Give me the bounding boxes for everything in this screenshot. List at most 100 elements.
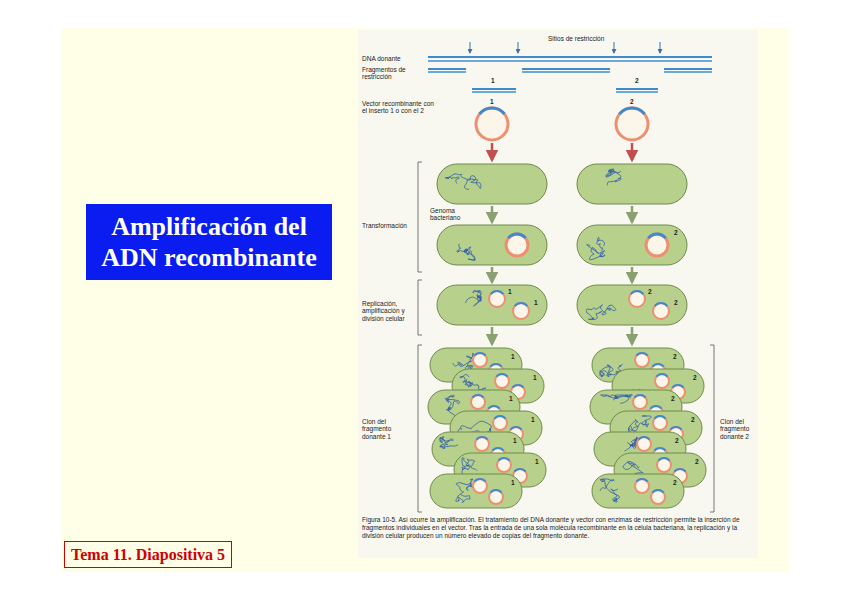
bacterium-body (430, 474, 522, 508)
figure-label: Clon del fragmento donante 1 (362, 418, 412, 440)
bacterium (577, 164, 687, 204)
restriction-site-arrow (470, 42, 471, 53)
donor-insert (489, 406, 500, 409)
callout-number: 2 (692, 374, 698, 381)
donor-insert (491, 291, 504, 294)
callout-number: 1 (490, 77, 496, 84)
plasmid (646, 234, 668, 256)
plasmid (653, 303, 669, 319)
plasmid (475, 437, 489, 451)
bacterial-genome (466, 291, 481, 306)
bacterial-genome (457, 244, 475, 260)
plasmid (473, 353, 487, 367)
slide-number-text: Tema 11. Diapositiva 5 (71, 545, 225, 564)
step-arrow (631, 143, 634, 160)
dna-strand (428, 71, 466, 73)
donor-insert (631, 291, 644, 294)
callout-number: 2 (672, 479, 678, 486)
title-box: Amplificación del ADN recombinante (86, 204, 332, 280)
callout-number: 2 (647, 288, 653, 295)
callout-number: 1 (508, 395, 514, 402)
callout-number: 2 (670, 395, 676, 402)
restriction-site-arrow (518, 42, 519, 53)
figure-label: Vector recombinante con el inserto 1 o c… (362, 100, 434, 115)
bracket (418, 280, 422, 335)
callout-number: 1 (507, 288, 513, 295)
callout-number: 2 (673, 299, 679, 306)
bacterial-genome (460, 374, 486, 390)
bacterium (577, 225, 687, 265)
bacterium-body (592, 474, 684, 508)
bacterium-body (577, 285, 687, 325)
callout-number: 1 (530, 416, 536, 423)
donor-insert (513, 385, 524, 388)
donor-insert (673, 385, 684, 388)
callout-number: 2 (634, 77, 640, 84)
bacterial-genome (440, 437, 458, 449)
title-text: Amplificación del ADN recombinante (97, 211, 321, 273)
bacterium (592, 474, 684, 508)
bacterium (437, 225, 547, 265)
bacterial-genome (606, 169, 621, 185)
donor-insert (495, 416, 506, 419)
callout-number: 1 (510, 353, 516, 360)
bacterial-genome (625, 437, 637, 451)
donor-insert (511, 427, 522, 430)
donor-insert (653, 364, 664, 367)
figure-label: DNA donante (362, 55, 401, 62)
step-arrow (631, 327, 634, 344)
bacterium (430, 474, 522, 508)
donor-insert (651, 406, 662, 409)
callout-number: 2 (672, 353, 678, 360)
donor-insert (655, 303, 668, 306)
figure-label: Sitios de restricción (548, 35, 604, 42)
bacterium-body (577, 225, 687, 265)
plasmid (655, 374, 669, 388)
dna-strand (616, 88, 658, 90)
callout-number: 1 (489, 98, 495, 105)
bacterium (437, 164, 547, 204)
bacterium (437, 285, 547, 325)
donor-insert (491, 364, 502, 367)
plasmid (493, 416, 507, 430)
donor-insert (479, 108, 504, 114)
plasmid (497, 458, 511, 472)
plasmid (476, 108, 508, 140)
donor-insert (475, 479, 486, 482)
figure-label: Replicación, amplificación y división ce… (362, 300, 414, 322)
figure-label: Clon del fragmento donante 2 (720, 418, 756, 440)
slide-number-box: Tema 11. Diapositiva 5 (64, 541, 232, 568)
step-arrow (631, 267, 634, 282)
bracket (710, 345, 714, 512)
donor-insert (655, 416, 666, 419)
plasmid (489, 291, 505, 307)
callout-number: 1 (512, 437, 518, 444)
restriction-site-arrow (660, 42, 661, 53)
plasmid (471, 395, 485, 409)
callout-number: 2 (674, 437, 680, 444)
dna-strand (522, 71, 610, 73)
donor-insert (637, 479, 648, 482)
bacterial-genome (600, 479, 619, 502)
plasmid (637, 437, 651, 451)
donor-insert (657, 374, 668, 377)
plasmid (513, 303, 529, 319)
plasmid (653, 416, 667, 430)
donor-insert (508, 234, 525, 238)
bacterium-body (577, 164, 687, 204)
donor-insert (655, 448, 666, 451)
dna-strand (522, 68, 610, 70)
dna-strand (472, 88, 516, 90)
callout-number: 1 (534, 458, 540, 465)
donor-insert (671, 427, 682, 430)
callout-number: 1 (532, 374, 538, 381)
dna-strand (472, 91, 516, 93)
figure-label: Fragmentos de restricción (362, 66, 422, 81)
dna-strand (616, 91, 658, 93)
bacterium-body (437, 164, 547, 204)
donor-insert (619, 108, 644, 114)
bacterium-body (437, 225, 547, 265)
donor-insert (515, 303, 528, 306)
